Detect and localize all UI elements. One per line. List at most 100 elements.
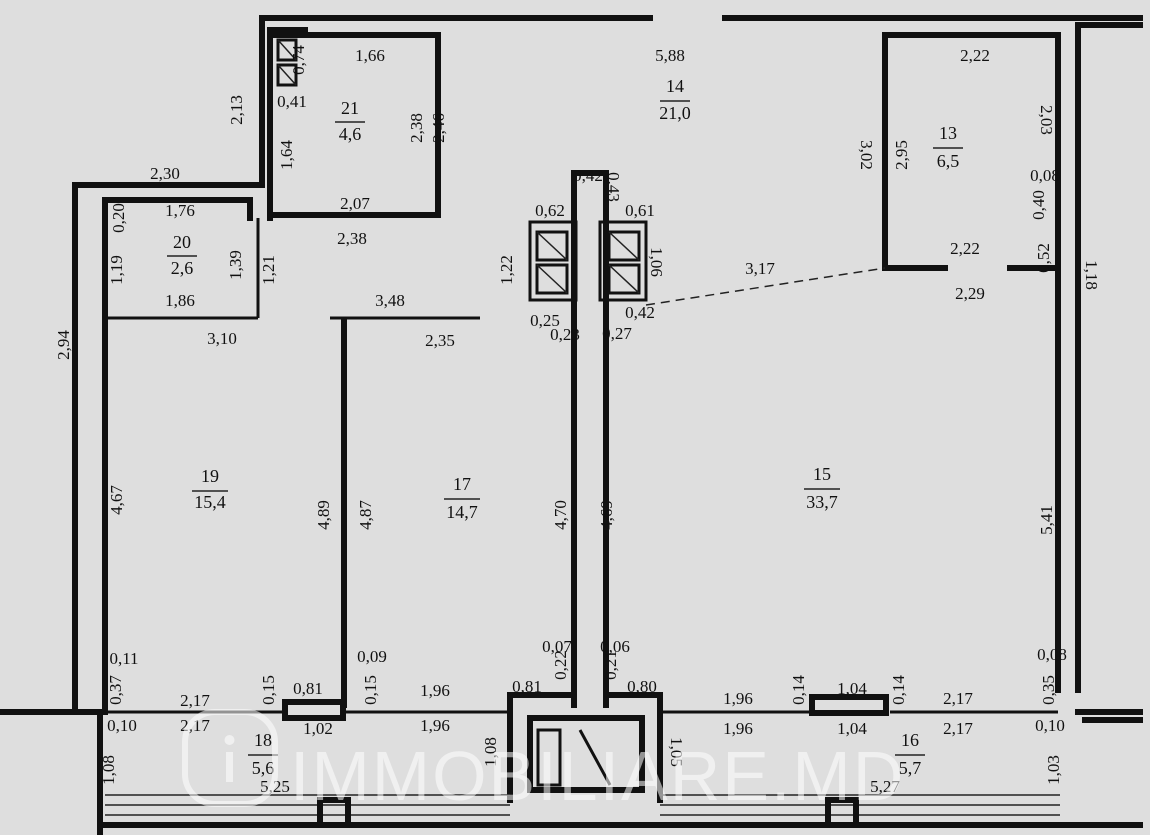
dimension: 0,74 (289, 45, 308, 75)
dimension: 1,02 (303, 719, 333, 738)
room-number: 16 (901, 730, 919, 750)
room-number: 20 (173, 232, 191, 252)
dimension: 1,04 (837, 679, 867, 698)
dimension: 2,94 (54, 330, 73, 360)
dimension: 1,96 (723, 689, 753, 708)
dimension: 1,21 (259, 255, 278, 285)
watermark-logo-icon (182, 709, 278, 807)
dimension: 1,64 (277, 140, 296, 170)
dimension: 0,81 (293, 679, 323, 698)
room-number: 19 (201, 466, 219, 486)
dimension: 1,05 (667, 737, 686, 767)
dimension: 2,07 (340, 194, 370, 213)
dimension: 2,03 (1037, 105, 1056, 135)
dimension: 0,23 (550, 325, 580, 344)
dimension: 0,62 (535, 201, 565, 220)
dimension: 2,13 (227, 95, 246, 125)
dimension: 0,15 (361, 675, 380, 705)
dimension: 2,38 (337, 229, 367, 248)
dimension: 0,08 (1030, 166, 1060, 185)
dimension: 1,66 (355, 46, 385, 65)
dimension: 5,88 (655, 46, 685, 65)
dimension: 0,80 (627, 677, 657, 696)
dimension: 4,70 (551, 500, 570, 530)
dimension: 0,09 (357, 647, 387, 666)
dimension: 1,19 (107, 255, 126, 285)
dimension: 2,46 (429, 113, 448, 143)
room-area: 2,6 (171, 258, 194, 278)
dimension: 0,14 (789, 675, 808, 705)
dimension: 2,22 (950, 239, 980, 258)
dimension: 0,15 (259, 675, 278, 705)
room-area: 14,7 (446, 502, 478, 522)
dimension: 0,37 (106, 675, 125, 705)
dimension: 2,17 (943, 689, 973, 708)
dimension: 4,87 (356, 500, 375, 530)
dimension: 0,10 (1035, 716, 1065, 735)
dimension: 0,81 (512, 677, 542, 696)
dimension: 1,96 (723, 719, 753, 738)
dimension: 1,08 (481, 737, 500, 767)
room-area: 33,7 (806, 492, 838, 512)
dimension: 4,89 (314, 500, 333, 530)
dimension: 3,02 (857, 140, 876, 170)
dimension: 3,48 (375, 291, 405, 310)
dimension: 0,14 (889, 675, 908, 705)
dimension: 2,29 (955, 284, 985, 303)
dimension: 1,96 (420, 681, 450, 700)
room-area: 21,0 (659, 103, 691, 123)
dimension: 1,06 (647, 247, 666, 277)
dimension: 1,03 (1044, 755, 1063, 785)
dimension: 2,30 (150, 164, 180, 183)
room-number: 18 (254, 730, 272, 750)
walls (0, 15, 1143, 835)
dimension: 1,76 (165, 201, 195, 220)
dimension: 0,42 (573, 166, 603, 185)
dimension: 0,10 (107, 716, 137, 735)
dimension-labels: 0,74 1,66 5,88 2,22 0,41 2,13 2,38 2,46 … (54, 45, 1101, 796)
dimension: 0,11 (109, 649, 138, 668)
dimension: 0,40 (1029, 190, 1048, 220)
dimension: 0,22 (551, 650, 570, 680)
dimension: 0,25 (530, 311, 560, 330)
room-number: 14 (666, 76, 684, 96)
dimension: 0,08 (1037, 645, 1067, 664)
dimension: 0,42 (625, 303, 655, 322)
room-number: 17 (453, 474, 471, 494)
dimension: 4,67 (107, 485, 126, 515)
dimension: 4,69 (597, 500, 616, 530)
dimension: 0,41 (277, 92, 307, 111)
dimension: 1,18 (1082, 260, 1101, 290)
dimension: 2,38 (407, 113, 426, 143)
dimension: 3,17 (745, 259, 775, 278)
dimension: 1,22 (497, 255, 516, 285)
watermark: IMMOBILIARE.MD (182, 709, 905, 815)
dimension: 2,17 (180, 691, 210, 710)
room-area: 5,6 (252, 758, 275, 778)
room-number: 21 (341, 98, 359, 118)
dimension: 1,08 (99, 755, 118, 785)
dimension: 2,22 (960, 46, 990, 65)
dimension: 1,04 (837, 719, 867, 738)
room-number: 13 (939, 123, 957, 143)
dimension: 2,35 (425, 331, 455, 350)
room-area: 6,5 (937, 151, 960, 171)
dimension: 5,41 (1037, 505, 1056, 535)
dimension: 0,61 (625, 201, 655, 220)
dimension: 0,07 (542, 637, 572, 656)
dimension: 0,52 (1034, 243, 1053, 273)
dimension: 0,06 (600, 637, 630, 656)
room-number: 15 (813, 464, 831, 484)
dimension: 3,10 (207, 329, 237, 348)
dimension: 5,27 (870, 777, 900, 796)
dimension: 1,39 (226, 250, 245, 280)
dimension: 2,17 (943, 719, 973, 738)
dimension: 0,27 (602, 324, 632, 343)
room-area: 15,4 (194, 492, 226, 512)
dimension: 0,20 (109, 203, 128, 233)
watermark-text: IMMOBILIARE.MD (290, 737, 905, 815)
dimension: 2,95 (892, 140, 911, 170)
dimension: 1,86 (165, 291, 195, 310)
